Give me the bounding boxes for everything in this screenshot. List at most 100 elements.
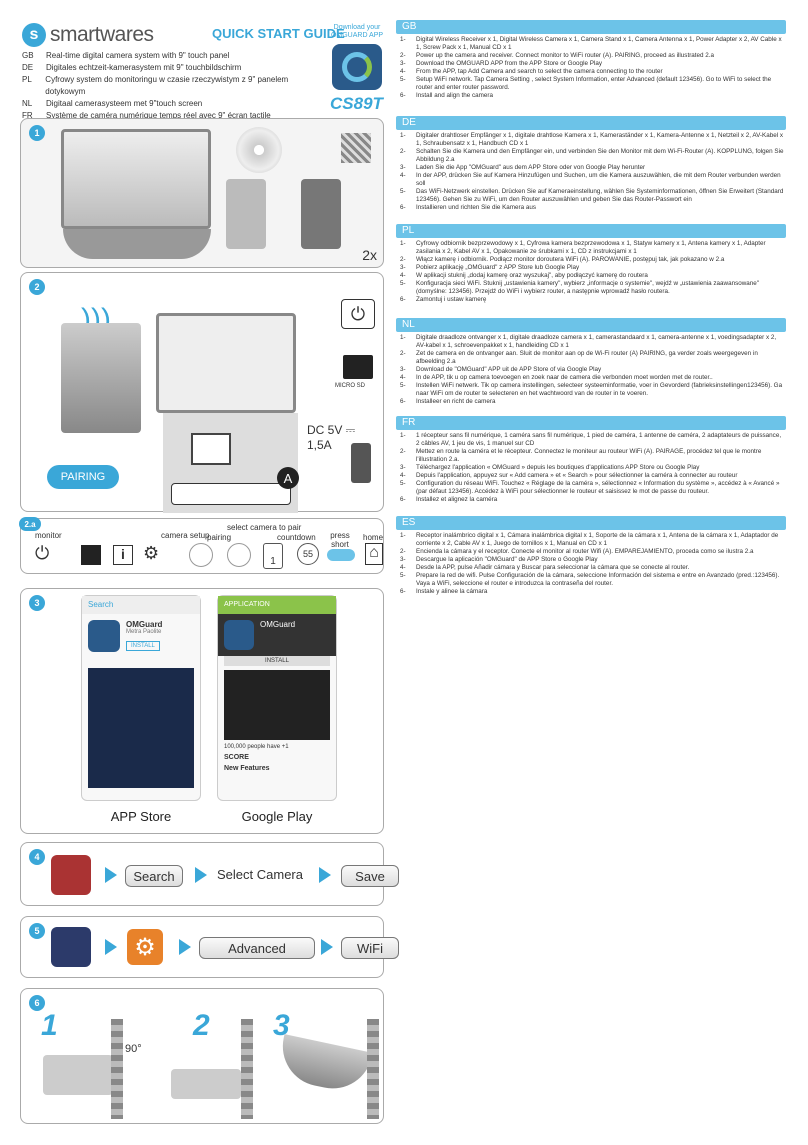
router-label-a: A [277, 467, 299, 489]
pairing-label: pairing [207, 533, 232, 542]
list-item: 5-Instellen WiFi netwerk. Tik op camera … [396, 382, 786, 398]
power-icon: ⏻ [35, 543, 50, 563]
list-item: 2-Schalten Sie die Kamera und den Empfän… [396, 148, 786, 164]
instruction-text: Descargue la aplicación "OMGuard" de APP… [416, 556, 598, 563]
rotation-angle: 90° [125, 1043, 142, 1055]
list-item: 1-Cyfrowy odbiornik bezprzewodowy x 1, C… [396, 240, 786, 256]
search-button[interactable]: Search [125, 865, 183, 887]
camera-setup-label: camera setup [161, 531, 210, 540]
list-item: 2-Zet de camera en de ontvanger aan. Slu… [396, 350, 786, 366]
list-item: 3-Téléchargez l'application « OMGuard » … [400, 464, 700, 471]
list-item: 6-Installieren und richten Sie die Kamer… [400, 204, 537, 211]
list-item: 5-Konfiguracja sieci WiFi. Stuknij „usta… [396, 280, 786, 296]
microsd-label: MICRO SD [335, 383, 365, 389]
power-adapter-image [351, 443, 371, 483]
new-features-label: New Features [224, 765, 270, 772]
wifi-button[interactable]: WiFi [341, 937, 399, 959]
step-2-number: 2 [193, 1009, 210, 1042]
instruction-text: Prepare la red de wifi. Pulse Configurac… [416, 572, 780, 587]
section-header: FR [396, 416, 786, 430]
bracket-image [43, 1055, 113, 1095]
install-button[interactable]: INSTALL [126, 641, 160, 651]
section-2: 2 ))) ⏻ MICRO SD A DC 5V ⎓ 1,5A PAIRING [20, 272, 384, 513]
instruction-text: Install and align the camera [416, 92, 494, 99]
wall-image [241, 1019, 253, 1119]
section-number: 5 [29, 923, 45, 939]
arrow-icon [319, 867, 331, 883]
list-item: 6-Zamontuj i ustaw kamerę [400, 296, 487, 303]
brand-name: smartwares [50, 23, 154, 46]
section-4: 4 Search Select Camera Save [20, 842, 399, 906]
camera-settings-icon [51, 927, 91, 967]
arrow-icon [179, 939, 191, 955]
camera-image [275, 1034, 373, 1096]
step-3-number: 3 [273, 1009, 290, 1042]
list-item: 2-Mettez en route la caméra et le récept… [396, 448, 786, 464]
instruction-text: Pobierz aplikację „OMGuard" z APP Store … [416, 264, 580, 271]
camera-image [63, 229, 211, 259]
screws-image [341, 133, 371, 163]
instruction-text: Power up the camera and receiver. Connec… [416, 52, 715, 59]
list-item: 4-In der APP, drücken Sie auf Kamera Hin… [396, 172, 786, 188]
list-item: 4-W aplikacji stuknij „dodaj kamerę oraz… [400, 272, 648, 279]
model-number: CS89T [330, 94, 383, 113]
list-item: 3-Laden Sie die App "OMGuard" aus dem AP… [400, 164, 646, 171]
app-preview [88, 668, 194, 788]
logo-icon: s [22, 23, 46, 47]
list-item: 3-Download de "OMGuard" APP uit de APP S… [400, 366, 602, 373]
microsd-icon [343, 355, 373, 379]
section-number: 6 [29, 995, 45, 1011]
instruction-text: Receptor inalámbrico digital x 1, Cámara… [416, 532, 779, 547]
language-code: DE [22, 63, 34, 72]
application-bar: APPLICATION [218, 596, 336, 614]
list-item: 4-From the APP, tap Add Camera and searc… [400, 68, 663, 75]
language-code: GB [22, 51, 34, 60]
list-item: 2-Power up the camera and receiver. Conn… [400, 52, 715, 59]
list-item: 3-Pobierz aplikację „OMGuard" z APP Stor… [400, 264, 580, 271]
bracket-image [171, 1069, 241, 1099]
arrow-icon [195, 867, 207, 883]
developer-name: Metra Paolite [126, 629, 162, 635]
app-name: OMGuard [126, 620, 163, 629]
instruction-text: Schalten Sie die Kamera und den Empfänge… [416, 148, 784, 163]
countdown-label: countdown [277, 533, 316, 542]
instruction-text: W aplikacji stuknij „dodaj kamerę oraz w… [416, 272, 648, 279]
instruction-text: Digital Wireless Receiver x 1, Digital W… [416, 36, 782, 51]
app-preview [224, 670, 330, 740]
save-button[interactable]: Save [341, 865, 399, 887]
instruction-text: Setup WiFi network. Tap Camera Setting ,… [416, 76, 772, 91]
list-item: 5-Das WiFi-Netzwerk einstellen. Drücken … [396, 188, 786, 204]
instruction-text: Zet de camera en de ontvanger aan. Sluit… [416, 350, 758, 365]
instruction-text: Depuis l'application, appuyez sur « Add … [416, 472, 738, 479]
instruction-text: Configuration du réseau WiFi. Touchez « … [416, 480, 780, 495]
advanced-button[interactable]: Advanced [199, 937, 315, 959]
arrow-icon [321, 939, 333, 955]
brand-logo: s smartwares [22, 22, 192, 48]
power-adapter-image [301, 179, 341, 249]
language-row: DE Digitales echtzeit-kamerasystem mit 9"… [22, 62, 322, 74]
language-code: PL [22, 75, 32, 84]
instruction-text: Desde la APP, pulse Añadir cámara y Busc… [416, 564, 690, 571]
language-title: Cyfrowy system do monitoringu w czasie r… [45, 75, 289, 96]
instruction-text: Download the OMGUARD APP from the APP St… [416, 60, 602, 67]
gear-icon: ⚙ [143, 543, 160, 563]
search-back-link[interactable]: Search [82, 596, 200, 614]
language-title: Digitales echtzeit-kamerasystem mit 9" t… [46, 63, 242, 72]
language-title: Système de caméra numérique temps réel a… [46, 111, 271, 120]
list-item: 4-Desde la APP, pulse Añadir cámara y Bu… [400, 564, 690, 571]
wall-image [367, 1019, 379, 1119]
instruction-text: Włącz kamerę i odbiornik. Podłącz monito… [416, 256, 725, 263]
install-button[interactable]: INSTALL [224, 656, 330, 666]
receiver-image [156, 313, 296, 413]
instruction-text: Digitale draadloze ontvanger x 1, digita… [416, 334, 777, 349]
home-icon: ⌂ [365, 543, 383, 565]
instruction-text: Das WiFi-Netzwerk einstellen. Drücken Si… [416, 188, 784, 203]
list-item: 3-Download the OMGUARD APP from the APP … [400, 60, 602, 67]
list-item: 5-Configuration du réseau WiFi. Touchez … [396, 480, 786, 496]
home-label: home [363, 533, 384, 542]
section-6: 6 1 90° 2 3 [20, 988, 384, 1124]
